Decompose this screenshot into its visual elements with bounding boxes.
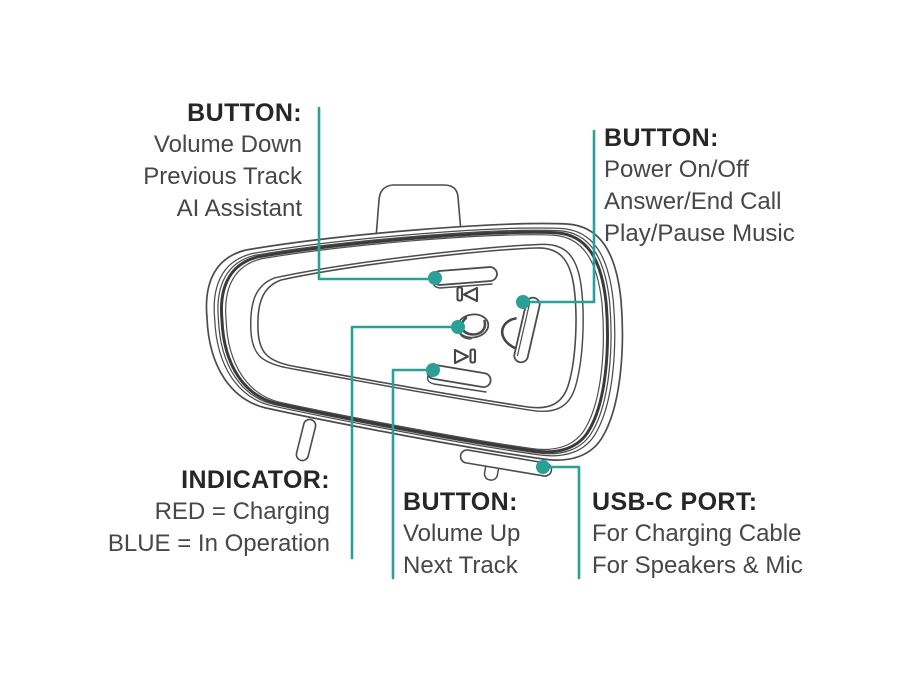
callout-line: BLUE = In Operation [107,530,330,557]
dot-volume-down [428,271,442,285]
callout-power-button: BUTTON: Power On/Off Answer/End Call Pla… [604,122,795,250]
callout-line: Answer/End Call [604,188,782,215]
callout-heading: BUTTON: [187,99,302,127]
dot-usb [536,460,550,474]
callout-heading: INDICATOR: [181,466,330,494]
mount-leg [295,418,317,462]
callout-line: For Speakers & Mic [592,552,803,579]
callout-line: Previous Track [143,163,302,190]
callout-line: AI Assistant [176,195,302,222]
multifunction-side-button [513,296,541,364]
body-bevel-rings [213,227,616,457]
callout-heading: BUTTON: [604,124,719,152]
phone-handset-icon [500,317,519,351]
callout-usb-port: USB-C PORT: For Charging Cable For Speak… [592,486,803,582]
callout-connectors [317,106,596,580]
callout-heading: BUTTON: [403,488,518,516]
callout-volume-up-button: BUTTON: Volume Up Next Track [403,486,520,582]
connector-power [522,129,596,304]
connector-volume-up [391,368,435,580]
callout-line: Volume Up [403,520,521,547]
connector-indicator [350,325,460,560]
callout-indicator: INDICATOR: RED = Charging BLUE = In Oper… [40,464,330,560]
callout-line: Play/Pause Music [604,220,795,247]
previous-track-icon [456,286,479,303]
next-track-icon [453,348,477,365]
callout-line: Volume Down [153,131,302,158]
dot-volume-up [426,363,440,377]
callout-volume-down-button: BUTTON: Volume Down Previous Track AI As… [40,97,302,225]
connector-usb [541,465,581,580]
visor-clip [375,184,462,239]
callout-line: Next Track [403,552,518,579]
connector-volume-down [317,106,438,281]
usb-c-port-bar [459,449,553,477]
callout-heading: USB-C PORT: [592,488,758,516]
callout-line: Power On/Off [604,156,749,183]
control-panel [250,243,584,413]
callout-dots [426,271,550,474]
callout-line: For Charging Cable [592,520,802,547]
dot-indicator [451,320,465,334]
dot-power [516,295,530,309]
callout-line: RED = Charging [154,498,330,525]
